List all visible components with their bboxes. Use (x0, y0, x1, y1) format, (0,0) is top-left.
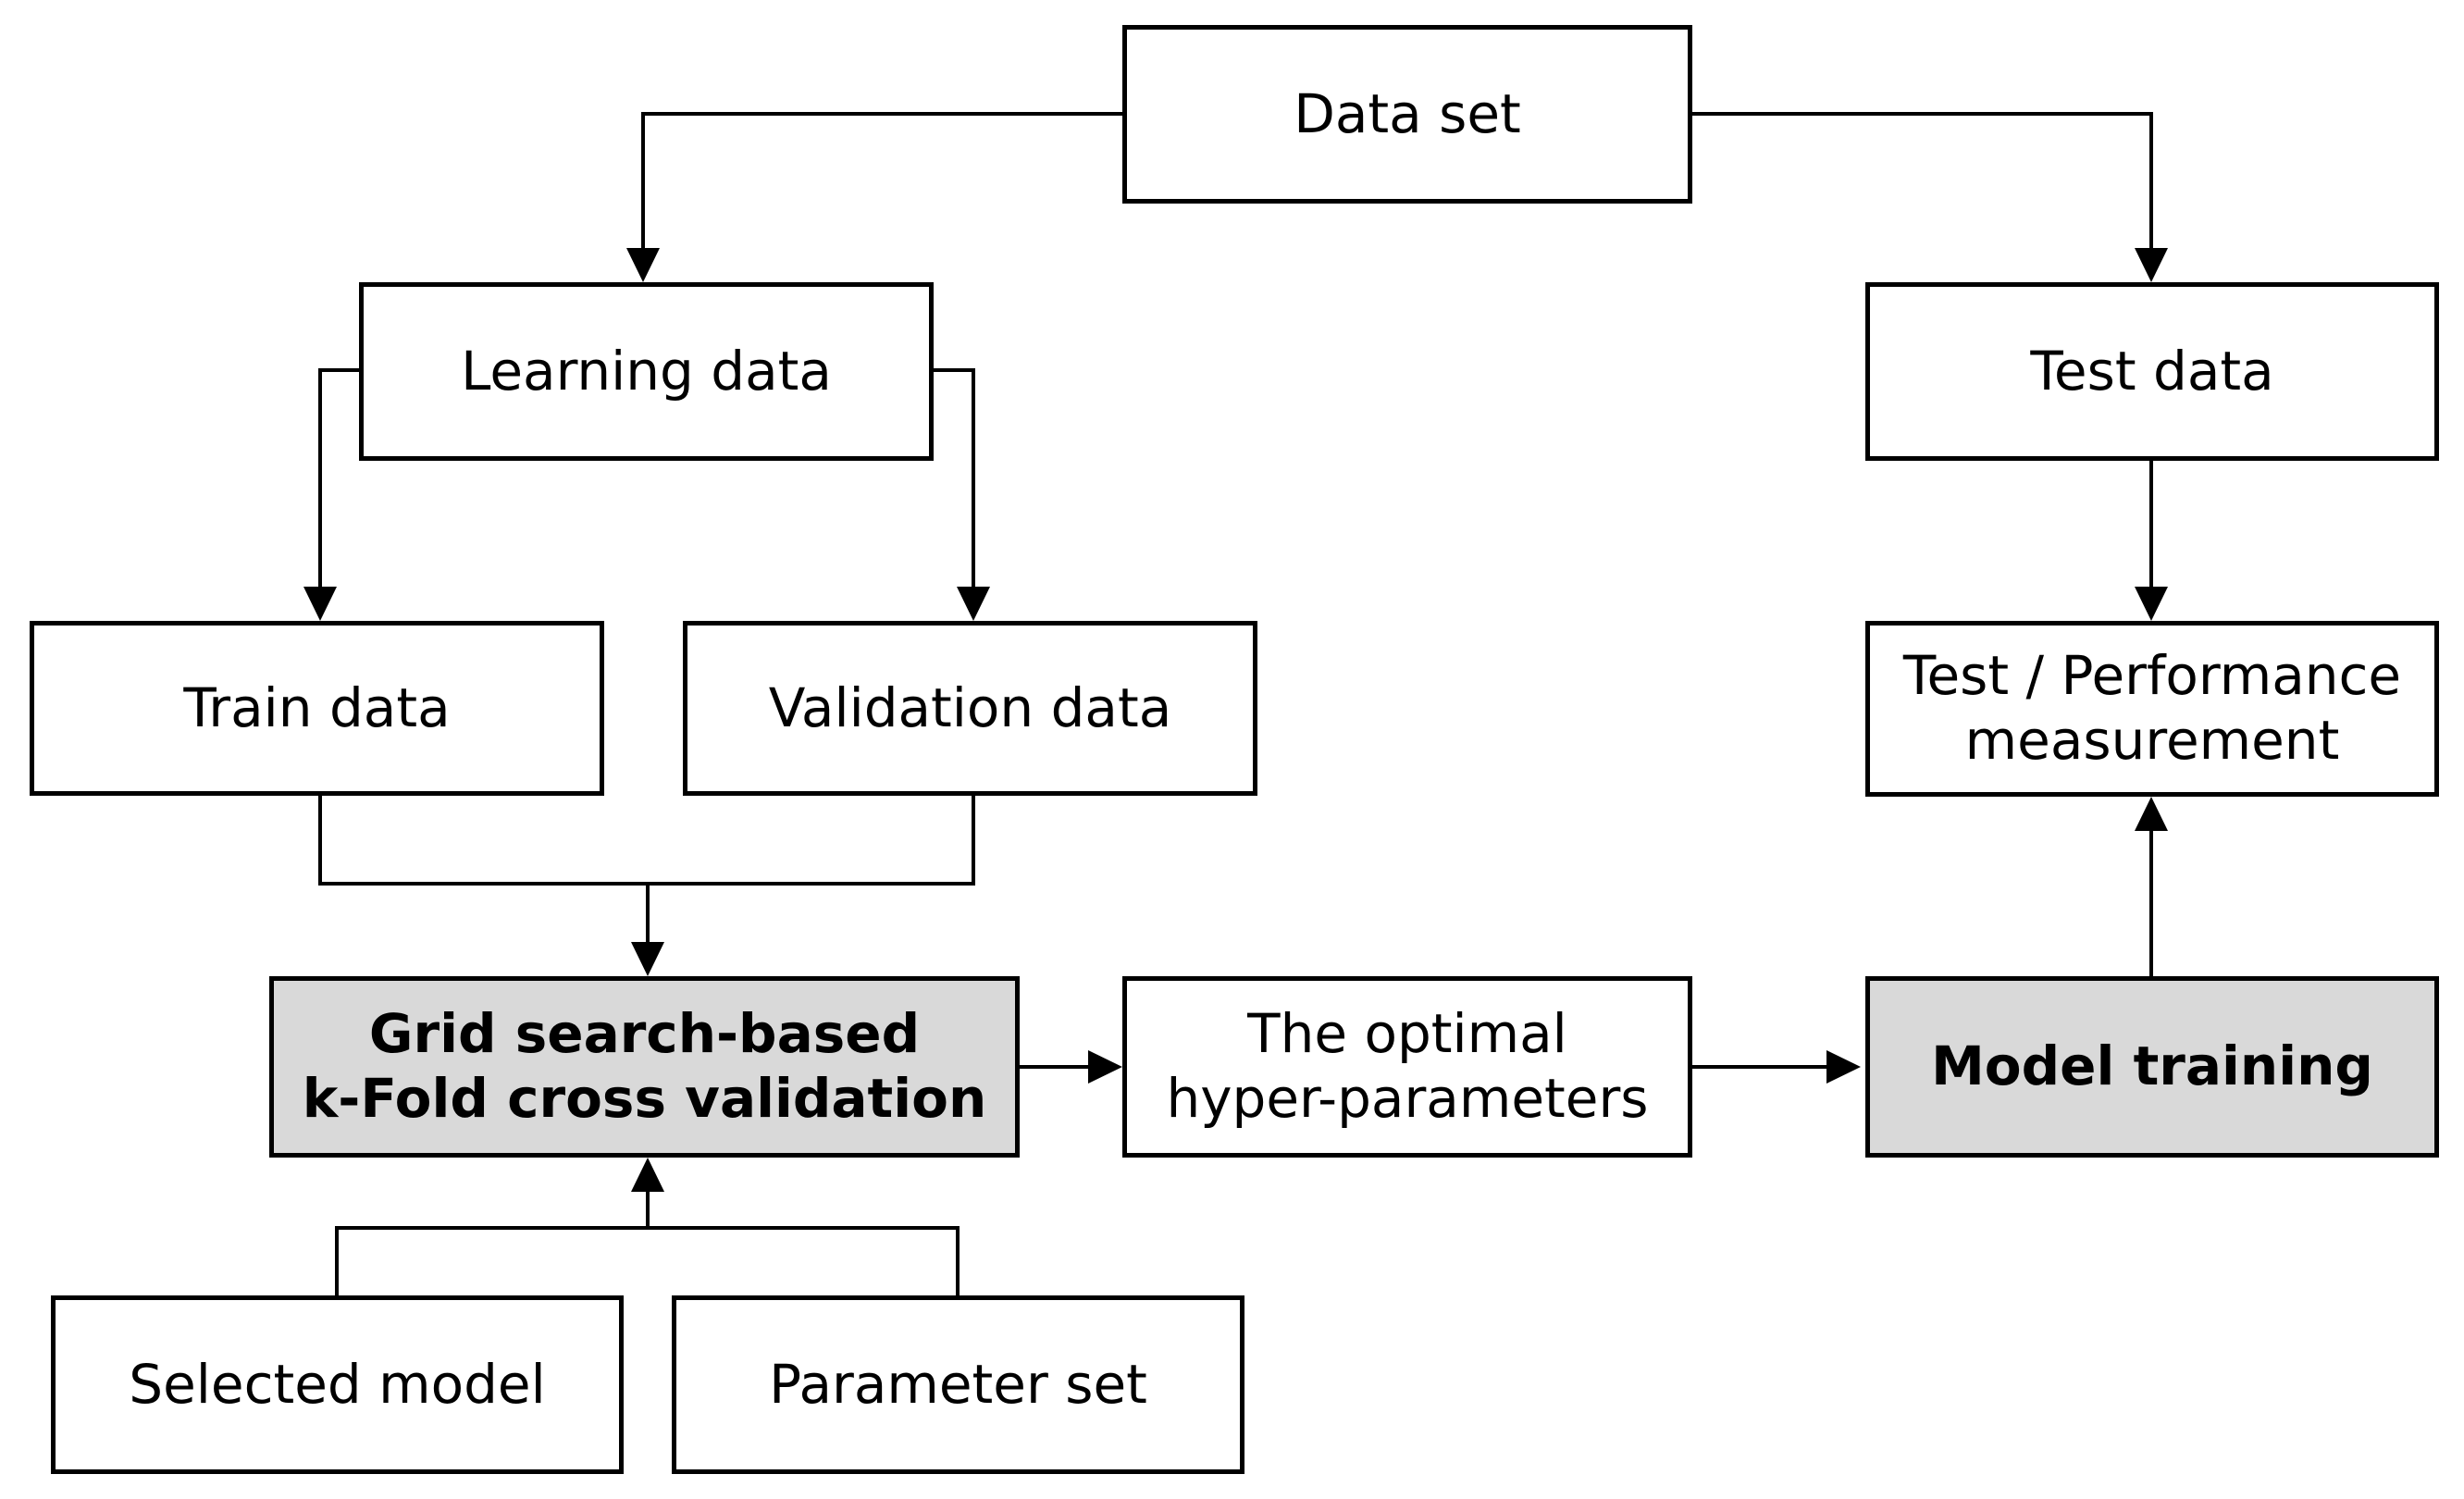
optimal-hyperparameters-line-2: hyper-parameters (1166, 1067, 1649, 1130)
arrowhead-performance-bottom (2135, 797, 2168, 831)
arrowhead-performance-top (2135, 587, 2168, 621)
connector-selected-to-merge (335, 1226, 648, 1295)
arrowhead-test-data (2135, 248, 2168, 282)
model-training-box: Model training (1865, 976, 2439, 1158)
learning-data-box: Learning data (359, 282, 934, 461)
test-data-box: Test data (1865, 282, 2439, 461)
test-performance-box: Test / Performance measurement (1865, 621, 2439, 797)
parameter-set-label: Parameter set (769, 1352, 1147, 1416)
validation-data-label: Validation data (768, 675, 1172, 739)
connector-dataset-to-test (1692, 112, 2153, 250)
parameter-set-box: Parameter set (672, 1295, 1244, 1474)
grid-search-line-1: Grid search-based (368, 1002, 921, 1066)
arrowhead-validation (957, 587, 990, 621)
selected-model-label: Selected model (129, 1352, 546, 1416)
arrowhead-grid-top (631, 942, 664, 976)
selected-model-box: Selected model (51, 1295, 624, 1474)
train-data-box: Train data (30, 621, 604, 796)
arrowhead-optimal (1088, 1050, 1122, 1084)
connector-learning-to-train (318, 368, 359, 588)
data-set-box: Data set (1122, 25, 1692, 204)
optimal-hyperparameters-line-1: The optimal (1247, 1002, 1567, 1066)
connector-dataset-to-learning (641, 112, 1122, 250)
test-performance-line-2: measurement (1964, 709, 2340, 772)
optimal-hyperparameters-box: The optimal hyper-parameters (1122, 976, 1692, 1158)
arrowhead-train (303, 587, 337, 621)
test-performance-line-1: Test / Performance (1902, 644, 2402, 708)
grid-search-text: Grid search-based k-Fold cross validatio… (303, 1002, 987, 1131)
grid-search-line-2: k-Fold cross validation (302, 1067, 987, 1130)
connector-parameter-to-merge (648, 1226, 960, 1295)
connector-train-to-merge (318, 796, 648, 886)
train-data-label: Train data (183, 675, 451, 739)
learning-data-label: Learning data (461, 339, 832, 403)
model-training-label: Model training (1931, 1034, 2373, 1098)
connector-validation-to-merge (648, 796, 975, 886)
arrowhead-model-training (1826, 1050, 1861, 1084)
test-performance-text: Test / Performance measurement (1903, 644, 2401, 773)
data-set-label: Data set (1294, 81, 1521, 145)
connector-learning-to-validation (934, 368, 975, 588)
validation-data-box: Validation data (683, 621, 1257, 796)
arrowhead-grid-bottom (631, 1158, 664, 1192)
arrowhead-learning (626, 248, 660, 282)
grid-search-box: Grid search-based k-Fold cross validatio… (269, 976, 1020, 1158)
optimal-hyperparameters-text: The optimal hyper-parameters (1166, 1002, 1648, 1131)
test-data-label: Test data (2030, 339, 2274, 403)
